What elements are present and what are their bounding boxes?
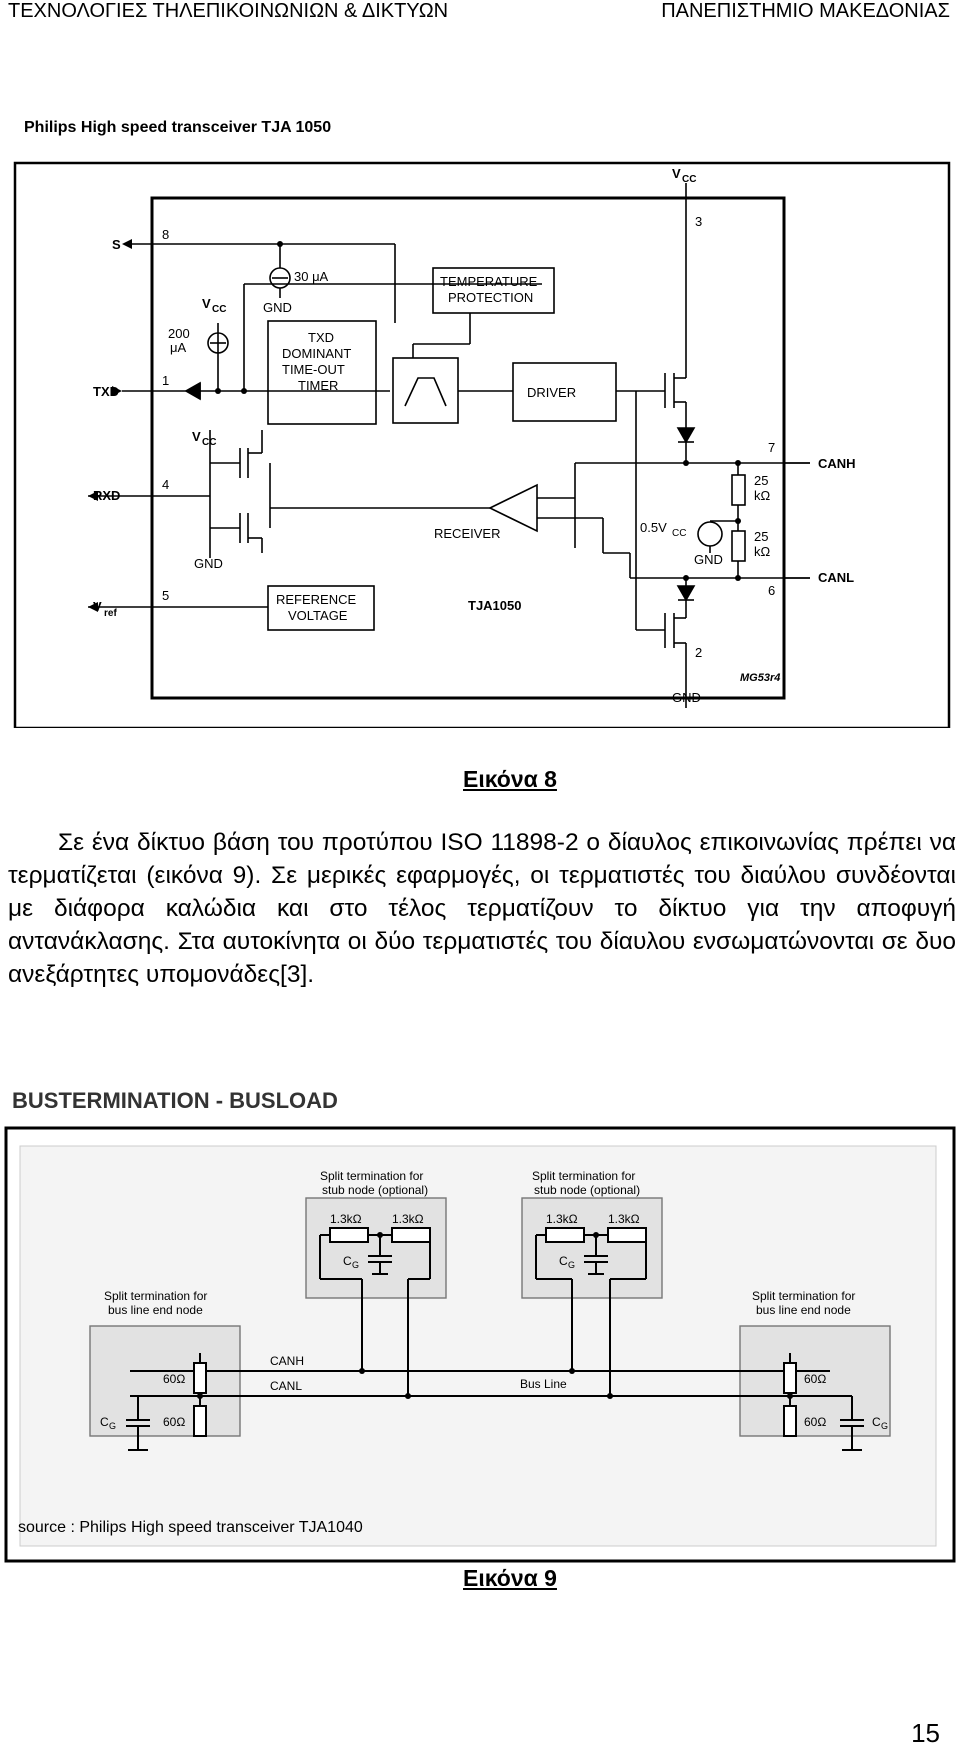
pin-3: 3 <box>695 214 702 229</box>
paragraph-text: Σε ένα δίκτυο βάση του προτύπου ISO 1189… <box>8 829 956 988</box>
label-vcc-top-sub: CC <box>682 174 696 185</box>
label-gnd-bottom: GND <box>672 690 701 705</box>
label-txd: TXD <box>93 384 119 399</box>
pin-1: 1 <box>162 373 169 388</box>
refv-line-2: VOLTAGE <box>288 608 348 623</box>
pin-7: 7 <box>768 440 775 455</box>
label-30ua: 30 μA <box>294 269 329 284</box>
label-rxd: RXD <box>93 488 120 503</box>
label-receiver: RECEIVER <box>434 526 500 541</box>
body-paragraph: Σε ένα δίκτυο βάση του προτύπου ISO 1189… <box>8 826 956 991</box>
r13-d: 1.3kΩ <box>608 1212 640 1226</box>
label-vcc-rxd-sub: CC <box>202 437 216 448</box>
timer-line-4: TIMER <box>298 378 338 393</box>
label-driver: DRIVER <box>527 385 576 400</box>
label-gnd-top: GND <box>263 300 292 315</box>
label-25-a: 25 <box>754 473 768 488</box>
r60-left-b: 60Ω <box>163 1415 185 1429</box>
label-code: MG53r4 <box>740 672 780 684</box>
cg-right-sub: G <box>881 1421 888 1431</box>
label-gnd-mid: GND <box>694 552 723 567</box>
label-vcc-rxd: V <box>192 429 201 444</box>
page-number: 15 <box>911 1718 940 1748</box>
timer-line-3: TIME-OUT <box>282 362 345 377</box>
label-gnd-rxd: GND <box>194 556 223 571</box>
caption-figure-9: Εικόνα 9 <box>463 1565 557 1591</box>
pin-6: 6 <box>768 583 775 598</box>
temp-line-2: PROTECTION <box>448 290 533 305</box>
r13-b: 1.3kΩ <box>392 1212 424 1226</box>
label-vcc-top: V <box>672 166 681 181</box>
pin-2: 2 <box>695 645 702 660</box>
pin-8: 8 <box>162 227 169 242</box>
refv-line-1: REFERENCE <box>276 592 357 607</box>
label-s: S <box>112 237 121 252</box>
figure-8-tja1050-diagram: Philips High speed transceiver TJA 1050 … <box>13 119 951 728</box>
caption-figure-8: Εικόνα 8 <box>463 766 557 792</box>
pin-5: 5 <box>162 588 169 603</box>
label-vref: V <box>93 599 102 614</box>
label-kohm-b: kΩ <box>754 544 771 559</box>
stub2-label-1: Split termination for <box>532 1169 635 1183</box>
cg-left: C <box>100 1415 109 1429</box>
r60-right-b: 60Ω <box>804 1415 826 1429</box>
stub1-label-1: Split termination for <box>320 1169 423 1183</box>
end-left-label-1: Split termination for <box>104 1289 207 1303</box>
figure-9-bus-termination-diagram: BUSTERMINATION - BUSLOAD <box>4 1088 956 1563</box>
cg-stub1-sub: G <box>352 1260 359 1270</box>
fig9-title: BUSTERMINATION - BUSLOAD <box>12 1088 338 1113</box>
label-canh: CANH <box>818 456 856 471</box>
end-left-label-2: bus line end node <box>108 1303 203 1317</box>
header-right: ΠΑΝΕΠΙΣΤΗΜΙΟ ΜΑΚΕΔΟΝΙΑΣ <box>661 0 950 22</box>
cg-right: C <box>872 1415 881 1429</box>
label-vcc-200-sub: CC <box>212 304 226 315</box>
r60-left-a: 60Ω <box>163 1372 185 1386</box>
stub2-label-2: stub node (optional) <box>534 1183 640 1197</box>
label-200: 200 <box>168 326 190 341</box>
label-bus-line: Bus Line <box>520 1377 567 1391</box>
r13-a: 1.3kΩ <box>330 1212 362 1226</box>
label-half-vcc-sub: CC <box>672 528 686 539</box>
timer-line-1: TXD <box>308 330 334 345</box>
label-25-b: 25 <box>754 529 768 544</box>
label-chip: TJA1050 <box>468 598 521 613</box>
cg-left-sub: G <box>109 1421 116 1431</box>
label-kohm-a: kΩ <box>754 488 771 503</box>
pin-4: 4 <box>162 477 169 492</box>
fig9-source: source : Philips High speed transceiver … <box>18 1519 363 1536</box>
cg-stub1: C <box>343 1254 352 1268</box>
label-200ua: μA <box>170 340 186 355</box>
stub1-label-2: stub node (optional) <box>322 1183 428 1197</box>
cg-stub2-sub: G <box>568 1260 575 1270</box>
end-right-label-2: bus line end node <box>756 1303 851 1317</box>
temp-line-1: TEMPERATURE <box>440 274 538 289</box>
fig8-title: Philips High speed transceiver TJA 1050 <box>24 119 331 136</box>
label-vref-sub: ref <box>104 608 117 619</box>
timer-line-2: DOMINANT <box>282 346 351 361</box>
label-canl-bus: CANL <box>270 1379 302 1393</box>
r60-right-a: 60Ω <box>804 1372 826 1386</box>
r13-c: 1.3kΩ <box>546 1212 578 1226</box>
label-canh-bus: CANH <box>270 1354 304 1368</box>
cg-stub2: C <box>559 1254 568 1268</box>
label-half-vcc: 0.5V <box>640 520 667 535</box>
header-left: ΤΕΧΝΟΛΟΓΙΕΣ ΤΗΛΕΠΙΚΟΙΝΩΝΙΩΝ & ΔΙΚΤΥΩΝ <box>8 0 449 22</box>
end-right-label-1: Split termination for <box>752 1289 855 1303</box>
label-vcc-200: V <box>202 296 211 311</box>
label-canl: CANL <box>818 570 854 585</box>
